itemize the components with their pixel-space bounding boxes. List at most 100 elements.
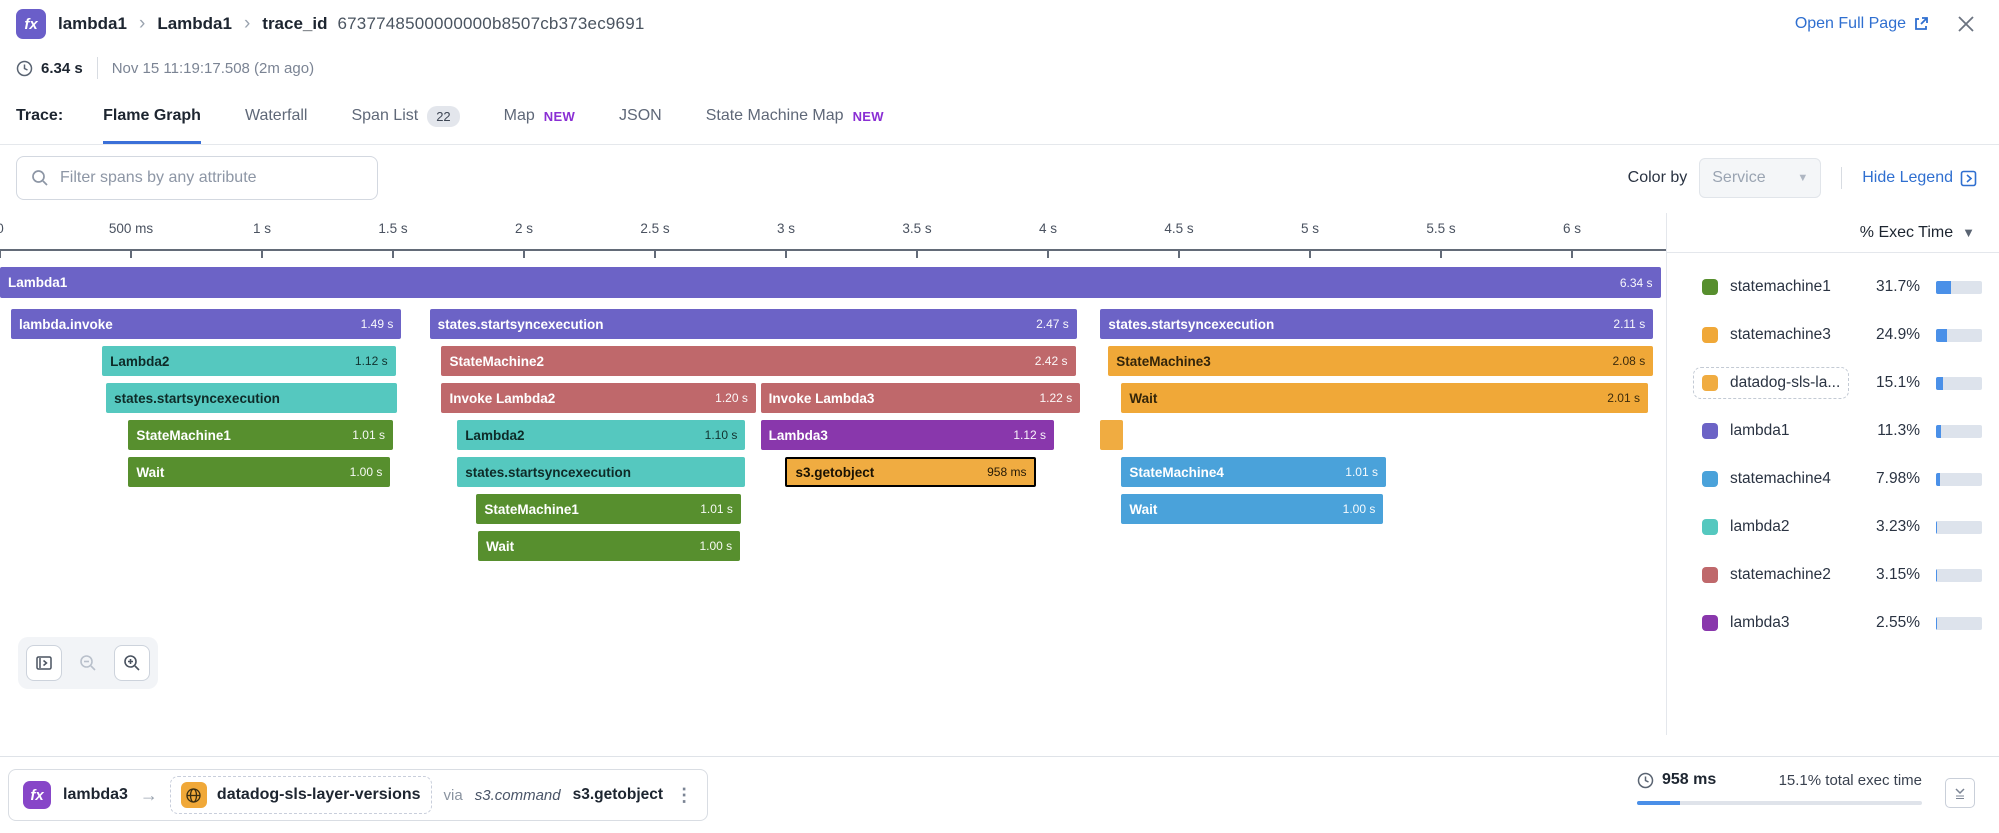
span-name: s3.getobject — [795, 464, 875, 480]
legend-service-name: lambda3 — [1730, 614, 1790, 631]
flame-span-states-startsyncexecution[interactable]: states.startsyncexecution — [106, 383, 397, 413]
legend-color-swatch — [1702, 471, 1718, 487]
span-duration: 958 ms — [1662, 771, 1717, 788]
breadcrumb-resource[interactable]: Lambda1 — [157, 14, 232, 33]
legend-service-name: statemachine3 — [1730, 326, 1831, 343]
span-name: Wait — [1129, 501, 1158, 517]
close-icon[interactable] — [1955, 13, 1977, 35]
expand-details-button[interactable] — [1945, 778, 1975, 808]
tab-label: Flame Graph — [103, 107, 201, 124]
breadcrumb-service[interactable]: lambda1 — [58, 14, 127, 33]
span-name: Wait — [486, 538, 515, 554]
legend-service-chip[interactable]: statemachine2 — [1693, 559, 1840, 591]
sort-caret-icon[interactable]: ▼ — [1962, 225, 1975, 240]
legend-service-name: lambda2 — [1730, 518, 1790, 535]
timeline-tick-mark — [1309, 251, 1311, 258]
flame-span-datadog_sls[interactable] — [1100, 420, 1123, 450]
zoom-out-button[interactable] — [70, 645, 106, 681]
legend-service-chip[interactable]: statemachine4 — [1693, 463, 1840, 495]
exec-time-progress-bar — [1637, 801, 1922, 805]
legend-item-datadog_sls[interactable]: datadog-sls-la...15.1% — [1667, 363, 1999, 403]
timeline-tick-mark — [523, 251, 525, 258]
span-name: Wait — [136, 464, 165, 480]
legend-pct-bar — [1936, 568, 1982, 582]
kebab-menu-icon[interactable]: ⋮ — [675, 785, 694, 805]
span-detail-footer: fx lambda3 → datadog-sls-layer-versions … — [0, 756, 1999, 833]
legend-service-chip[interactable]: lambda2 — [1693, 511, 1798, 543]
open-full-page-link[interactable]: Open Full Page — [1795, 15, 1929, 33]
legend-color-swatch — [1702, 567, 1718, 583]
span-exec-pct: 15.1% total exec time — [1778, 771, 1922, 789]
footer-exec-stats: 958 ms 15.1% total exec time — [1637, 771, 1922, 805]
tab-flame-graph[interactable]: Flame Graph — [103, 88, 201, 144]
legend-service-name: statemachine4 — [1730, 470, 1831, 487]
flame-span-statemachine2[interactable]: StateMachine2 2.42 s — [441, 346, 1076, 376]
span-name: Wait — [1129, 390, 1158, 406]
legend-service-chip[interactable]: statemachine3 — [1693, 319, 1840, 351]
color-by-select[interactable]: Service ▼ — [1699, 158, 1822, 198]
zoom-in-button[interactable] — [114, 645, 150, 681]
tab-count-badge: 22 — [427, 105, 460, 127]
timeline-tick-label: 3.5 s — [902, 221, 932, 236]
trace-timestamp: Nov 15 11:19:17.508 (2m ago) — [111, 59, 315, 77]
flame-graph[interactable]: 0500 ms1 s1.5 s2 s2.5 s3 s3.5 s4 s4.5 s5… — [0, 211, 1666, 735]
trace-id-value: 6737748500000000b8507cb373ec9691 — [337, 14, 645, 33]
filter-spans-input[interactable] — [60, 169, 363, 187]
timeline-tick-label: 5 s — [1300, 221, 1320, 236]
span-name: StateMachine2 — [449, 353, 545, 369]
peer-service-chip[interactable]: datadog-sls-layer-versions — [169, 776, 432, 814]
span-duration-label: 1.12 s — [1013, 428, 1047, 442]
reset-view-button[interactable] — [26, 645, 62, 681]
footer-service-name[interactable]: lambda3 — [63, 786, 128, 803]
span-duration-label: 6.34 s — [1619, 275, 1653, 290]
hide-legend-button[interactable]: Hide Legend — [1862, 169, 1977, 187]
legend-service-chip[interactable]: lambda1 — [1693, 415, 1798, 447]
span-duration-label: 2.42 s — [1034, 354, 1068, 368]
tab-waterfall[interactable]: Waterfall — [245, 88, 308, 144]
filter-spans-input-wrap[interactable] — [16, 156, 378, 200]
legend-header: % Exec Time ▼ — [1667, 213, 1999, 253]
flame-span-states-startsyncexecution[interactable]: states.startsyncexecution — [457, 457, 746, 487]
span-duration-label: 2.11 s — [1613, 317, 1646, 331]
timeline-tick-label: 4 s — [1038, 221, 1058, 236]
legend-service-chip[interactable]: lambda3 — [1693, 607, 1798, 639]
caret-down-icon: ▼ — [1797, 172, 1809, 184]
tab-json[interactable]: JSON — [619, 88, 662, 144]
via-attribute: s3.command — [474, 786, 561, 804]
reset-view-icon — [36, 656, 52, 670]
span-name: Invoke Lambda3 — [768, 390, 875, 406]
timeline-tick-mark — [654, 251, 656, 258]
legend-service-chip[interactable]: statemachine1 — [1693, 271, 1840, 303]
legend-service-chip[interactable]: datadog-sls-la... — [1693, 367, 1850, 399]
